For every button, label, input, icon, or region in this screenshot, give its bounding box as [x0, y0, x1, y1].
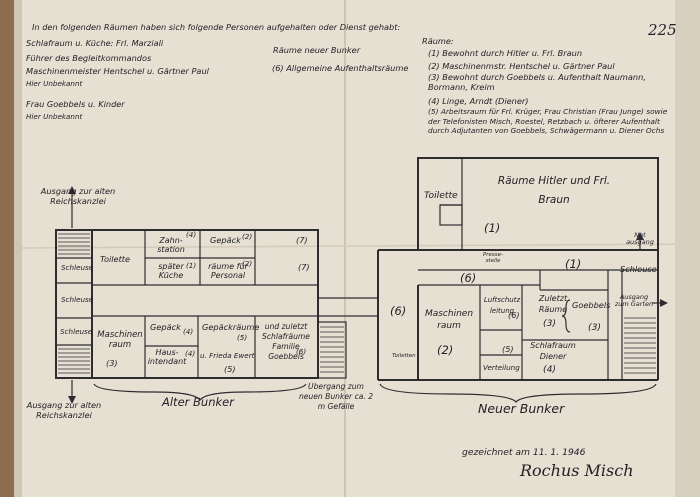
new-maschinenraum-label: Maschinen raum: [424, 309, 474, 331]
spaeter-kueche-label: später Küche: [158, 262, 184, 280]
new-num-1a: (1): [484, 221, 500, 235]
mid-heading-2: (6) Allgemeine Aufenthaltsräume: [272, 63, 408, 73]
left-list-item: Hier Unbekannt: [26, 79, 84, 88]
arrow-down-icon: [68, 396, 76, 404]
brace-mark: [561, 299, 571, 333]
stairs-top-left: [58, 233, 90, 255]
page-number: 225: [647, 21, 677, 39]
old-toilette: Toilette: [100, 254, 130, 264]
schlafraum-diener-label: Schlafraum Diener: [530, 341, 576, 361]
verteilung-num: (5): [502, 344, 514, 354]
stairs-bottom-left: [58, 348, 90, 374]
stairs-garden: [624, 317, 656, 374]
raeume-hitler-label: Räume Hitler und Frl. Braun: [497, 175, 611, 206]
passage-label: Übergang zum neuen Bunker ca. 2 m Gefäll…: [298, 382, 374, 411]
new-maschinenraum-num: (2): [437, 343, 453, 357]
arrow-up-icon: [636, 232, 644, 240]
left-list-item: Hier Unbekannt: [26, 112, 84, 121]
verteilung-label: Verteilung: [483, 363, 520, 372]
left-list: Schlafraum u. Küche: Frl. Marziali Führe…: [26, 38, 210, 121]
zahnstation-num: (4): [186, 230, 196, 239]
left-list-item: Führer des Begleitkommandos: [26, 53, 152, 63]
old-bunker: Ausgang zur alten Reichskanzlei Ausgang …: [26, 186, 319, 420]
arrow-right-icon: [660, 299, 668, 307]
right-heading: Räume:: [422, 36, 454, 46]
right-list-item: (4) Linge, Arndt (Diener): [428, 96, 528, 106]
zuletzt-label: Zuletzt Räume: [538, 294, 568, 314]
left-list-item: Maschinenmeister Hentschel u. Gärtner Pa…: [26, 66, 210, 76]
zuletzt-num: (3): [543, 318, 556, 329]
old-schleuse-top: Schleuse: [61, 263, 94, 272]
left-list-item: Schlafraum u. Küche: Frl. Marziali: [26, 38, 164, 48]
new-num-6b: (6): [390, 304, 406, 318]
exit-top-label: Ausgang zur alten Reichskanzlei: [40, 186, 116, 206]
toiletten-small-label: Toiletten: [392, 353, 416, 359]
luftschutz-num: (6): [508, 310, 520, 320]
presse-label: Presse- stelle: [482, 252, 504, 264]
gepaeckraeume-num: (5): [237, 333, 247, 342]
right-list-item: (2) Maschinenmstr. Hentschel u. Gärtner …: [428, 61, 615, 71]
signature-line: gezeichnet am 11. 1. 1946: [462, 447, 586, 458]
frieda-ewert-label: u. Frieda Ewert: [200, 351, 256, 360]
toilet-box: [439, 204, 463, 226]
new-bunker: Toilette Räume Hitler und Frl. Braun (1)…: [377, 157, 668, 381]
new-num-1b: (1): [565, 257, 581, 271]
hitler-wing-outline: [417, 157, 659, 251]
raeume-personal-label: räume für Personal: [208, 262, 248, 280]
binding-shadow: [14, 0, 22, 497]
diener-num: (4): [543, 364, 556, 375]
schlafraeume-num: (6): [296, 347, 306, 356]
hausintendant-num: (4): [185, 349, 195, 358]
old-maschinenraum-num: (3): [106, 358, 118, 368]
notausgang-label: Not ausgang: [626, 232, 654, 246]
new-toilette: Toilette: [424, 190, 458, 201]
num-7a: (7): [296, 235, 308, 245]
old-schleuse-mid: Schleuse: [61, 295, 94, 304]
new-bunker-brace: [379, 383, 657, 403]
right-list: Räume: (1) Bewohnt durch Hitler u. Frl. …: [422, 36, 668, 135]
spaeter-num: (1): [186, 261, 196, 270]
right-list-item: (3) Bewohnt durch Goebbels u. Aufenthalt…: [428, 72, 646, 92]
old-bunker-label: Alter Bunker: [161, 395, 235, 409]
gepaeckraeume-label: Gepäckräume: [202, 322, 259, 332]
fold-line-horizontal: [21, 243, 700, 249]
old-bunker-outline: [55, 229, 319, 379]
goebbels-num: (3): [588, 322, 601, 333]
passage: [317, 297, 378, 379]
zahnstation-label: Zahn- station: [157, 236, 185, 254]
num-7b: (7): [298, 262, 310, 272]
new-num-6a: (6): [460, 271, 476, 285]
exit-bottom-label: Ausgang zur alten Reichskanzlei: [26, 400, 102, 420]
old-bunker-brace: [93, 383, 307, 401]
hausintendant-label: Haus- intendant: [147, 348, 187, 366]
gepaeck-bottom-label: Gepäck: [150, 322, 182, 332]
signature: Rochus Misch: [519, 461, 634, 480]
mid-heading-1: Räume neuer Bunker: [273, 45, 361, 55]
old-schleuse-bottom: Schleuse: [60, 327, 93, 336]
header-intro: In den folgenden Räumen haben sich folge…: [32, 22, 400, 32]
binding-edge: [0, 0, 14, 497]
frieda-num: (5): [224, 364, 236, 374]
passage-stairs: [317, 321, 347, 379]
ausgang-garten-label: Ausgang zum Garten: [614, 294, 654, 308]
schlafraeume-goebbels-label: und zuletzt Schlafräume Familie Goebbels: [262, 322, 310, 361]
arrow-up-icon: [68, 186, 76, 194]
luftschutz-label: Luftschutz leitung: [483, 296, 521, 315]
goebbels-label: Goebbels: [572, 300, 611, 310]
right-list-item: (5) Arbeitsraum für Frl. Krüger, Frau Ch…: [428, 107, 668, 135]
left-list-item: Frau Goebbels u. Kinder: [26, 99, 125, 109]
new-bunker-label: Neuer Bunker: [478, 401, 565, 416]
new-schleuse: Schleuse: [620, 264, 657, 274]
gepaeck-top-num: (2): [242, 232, 252, 241]
old-maschinenraum-label: Maschinen raum: [97, 330, 143, 350]
right-list-item: (1) Bewohnt durch Hitler u. Frl. Braun: [428, 48, 582, 58]
gepaeck-bottom-num: (4): [183, 327, 193, 336]
raeume-personal-num: (2): [242, 259, 252, 268]
paper-edge: [675, 0, 700, 497]
gepaeck-top-label: Gepäck: [210, 235, 242, 245]
